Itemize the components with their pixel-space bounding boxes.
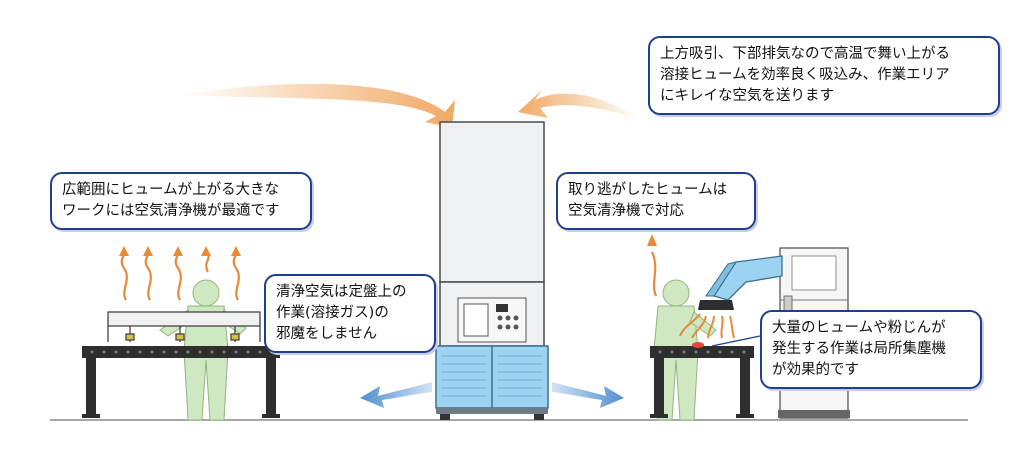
callout-line: 清浄空気は定盤上の	[276, 284, 407, 300]
fume-arrowheads-left	[119, 246, 241, 256]
fume-arrows-left	[120, 251, 240, 301]
callout-line: 作業(溶接ガス)の	[276, 305, 389, 321]
callout-line: が効果的です	[772, 362, 859, 378]
escaping-fume-arrow	[650, 251, 658, 297]
callout-line: ワークには空気清浄機が最適です	[62, 203, 280, 219]
callout-top-right: 上方吸引、下部排気なので高温で舞い上がる 溶接ヒュームを効率良く吸込み、作業エリ…	[648, 36, 1000, 115]
weld-spark	[692, 342, 704, 348]
suction-arrow-right	[518, 90, 640, 120]
callout-line: 広範囲にヒュームが上がる大きな	[62, 182, 280, 198]
callout-line: 取り逃がしたヒュームは	[568, 182, 728, 198]
callout-line: にキレイな空気を送ります	[660, 88, 834, 104]
welding-table-left	[82, 346, 280, 418]
callout-line: 溶接ヒュームを効率良く吸込み、作業エリア	[660, 67, 950, 83]
clean-air-arrow-right	[552, 382, 624, 408]
callout-bottom-right: 大量のヒュームや粉じんが 発生する作業は局所集塵機 が効果的です	[760, 310, 982, 389]
welding-table-right	[650, 346, 754, 418]
callout-line: 邪魔をしません	[276, 326, 378, 342]
work-piece-left	[107, 311, 261, 342]
callout-line: 大量のヒュームや粉じんが	[772, 320, 946, 336]
callout-center-right: 取り逃がしたヒュームは 空気清浄機で対応	[556, 172, 756, 230]
callout-line: 上方吸引、下部排気なので高温で舞い上がる	[660, 46, 950, 62]
callout-center-left: 清浄空気は定盤上の 作業(溶接ガス)の 邪魔をしません	[264, 274, 436, 353]
callout-pointer	[711, 335, 761, 347]
air-purifier-unit	[435, 121, 549, 420]
callout-left: 広範囲にヒュームが上がる大きな ワークには空気清浄機が最適です	[50, 172, 312, 230]
clean-air-arrow-left	[360, 382, 432, 408]
callout-line: 発生する作業は局所集塵機	[772, 341, 946, 357]
suction-arrow-left	[180, 83, 455, 128]
callout-line: 空気清浄機で対応	[568, 203, 684, 219]
fume-arrows-right	[679, 313, 735, 339]
